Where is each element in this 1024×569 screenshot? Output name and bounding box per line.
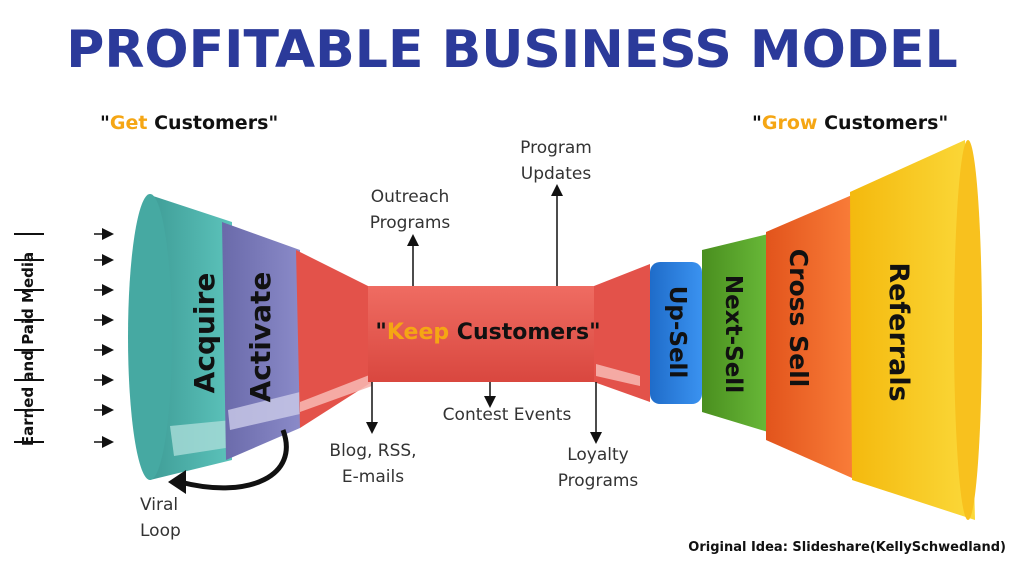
activate-segment: Activate: [222, 222, 300, 460]
program-line-1: Program: [520, 138, 592, 158]
loyalty-line-2: Programs: [557, 471, 639, 491]
keep-tube: [368, 286, 598, 382]
crosssell-segment: Cross Sell: [766, 195, 852, 478]
outreach-line-1: Outreach: [370, 187, 450, 207]
outreach-programs-label: Outreach Programs: [360, 184, 460, 236]
nextsell-label: Next-Sell: [720, 275, 746, 393]
keep-open-quote: ": [375, 320, 387, 345]
blog-rss-label: Blog, RSS, E-mails: [318, 438, 428, 490]
grow-accent-word: Grow: [761, 112, 818, 134]
loyalty-programs-label: Loyalty Programs: [548, 442, 648, 494]
grow-rest-text: Customers": [817, 112, 949, 134]
viral-line-2: Loop: [140, 521, 181, 541]
earned-paid-media-label: Earned and Paid Media: [19, 251, 37, 447]
keep-left-cone: [296, 250, 372, 428]
get-accent-word: Get: [109, 112, 148, 134]
program-line-2: Updates: [520, 164, 592, 184]
contest-events-label: Contest Events: [442, 405, 572, 425]
crosssell-label: Cross Sell: [784, 249, 813, 387]
keep-accent-word: Keep: [386, 320, 450, 345]
outreach-line-2: Programs: [369, 213, 451, 233]
grow-open-quote: ": [752, 112, 762, 134]
acquire-label: Acquire: [188, 273, 221, 394]
program-updates-label: Program Updates: [506, 135, 606, 187]
activate-label: Activate: [244, 272, 277, 403]
viral-loop-arrow: [168, 429, 289, 494]
loyalty-line-1: Loyalty: [567, 445, 629, 465]
nextsell-segment: Next-Sell: [702, 234, 768, 432]
keep-right-cone: [594, 264, 650, 402]
keep-rest-text: Customers": [449, 320, 601, 345]
upsell-label: Up-Sell: [664, 286, 690, 379]
credit-text: Original Idea: Slideshare(KellySchwedlan…: [688, 540, 1006, 555]
keep-customers-header: "Keep Customers": [368, 320, 608, 345]
get-rest-text: Customers": [147, 112, 279, 134]
grow-customers-header: "Grow Customers": [752, 112, 948, 134]
viral-loop-label: Viral Loop: [140, 492, 188, 544]
viral-line-1: Viral: [140, 495, 179, 515]
blog-line-2: E-mails: [341, 467, 405, 487]
get-open-quote: ": [100, 112, 110, 134]
media-arrows: [14, 228, 114, 448]
referrals-label: Referrals: [883, 262, 914, 401]
upsell-segment: Up-Sell: [650, 262, 702, 404]
acquire-segment: Acquire: [128, 194, 232, 480]
blog-line-1: Blog, RSS,: [329, 441, 417, 461]
connector-arrows: [366, 184, 602, 444]
referrals-segment: Referrals: [850, 140, 982, 520]
page-title: PROFITABLE BUSINESS MODEL: [66, 20, 958, 80]
get-customers-header: "Get Customers": [100, 112, 278, 134]
